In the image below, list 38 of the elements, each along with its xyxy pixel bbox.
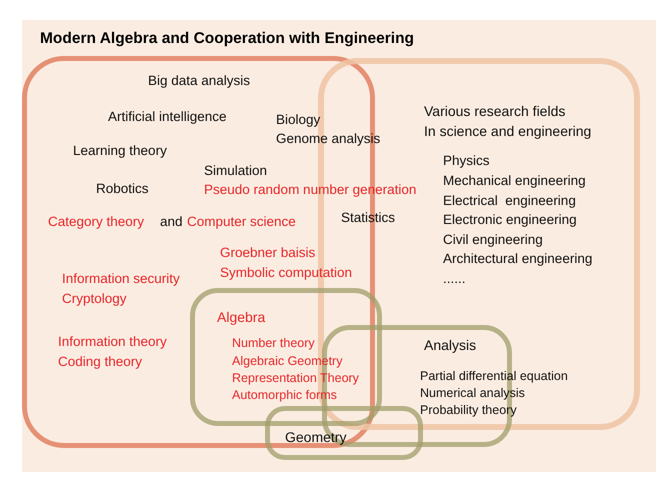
- topic-text: Automorphic forms: [232, 387, 337, 404]
- area-heading: Algebra: [217, 309, 266, 326]
- topic-text: Computer science: [187, 213, 296, 230]
- rounded-region: [265, 406, 423, 460]
- topic-text: Number theory: [232, 335, 315, 352]
- field-text: ......: [443, 270, 466, 287]
- topic-text: Numerical analysis: [420, 385, 525, 402]
- diagram-title: Modern Algebra and Cooperation with Engineering: [40, 30, 414, 48]
- topic-text: Groebner baisis: [220, 244, 316, 261]
- field-text: Various research fields In science and engineering: [424, 102, 592, 141]
- topic-text: Cryptology: [62, 290, 127, 307]
- topic-text: Big data analysis: [148, 72, 250, 89]
- topic-text: Probability theory: [420, 402, 517, 419]
- topic-text: Category theory: [48, 213, 144, 230]
- topic-text: Algebraic Geometry: [232, 353, 342, 370]
- field-text: Mechanical engineering: [443, 172, 586, 189]
- field-text: Electronic engineering: [443, 211, 577, 228]
- topic-text: Biology: [276, 111, 320, 128]
- topic-text: Information theory: [58, 333, 167, 350]
- topic-text: Robotics: [96, 180, 149, 197]
- topic-text: Artificial intelligence: [108, 108, 227, 125]
- topic-text: Information security: [62, 270, 180, 287]
- topic-text: and: [160, 213, 183, 230]
- topic-text: Coding theory: [58, 353, 142, 370]
- area-heading: Geometry: [285, 429, 346, 446]
- topic-text: Learning theory: [73, 142, 167, 159]
- topic-text: Symbolic computation: [220, 264, 352, 281]
- topic-text: Statistics: [341, 209, 396, 226]
- topic-text: Representation Theory: [232, 370, 359, 387]
- topic-text: Genome analysis: [276, 130, 380, 147]
- field-text: Electrical engineering: [443, 192, 576, 209]
- field-text: Civil engineering: [443, 231, 543, 248]
- field-text: Physics: [443, 152, 490, 169]
- topic-text: Partial differential equation: [420, 368, 568, 385]
- topic-text: Pseudo random number generation: [204, 181, 416, 198]
- field-text: Architectural engineering: [443, 250, 592, 267]
- area-heading: Analysis: [424, 337, 476, 354]
- topic-text: Simulation: [204, 162, 268, 179]
